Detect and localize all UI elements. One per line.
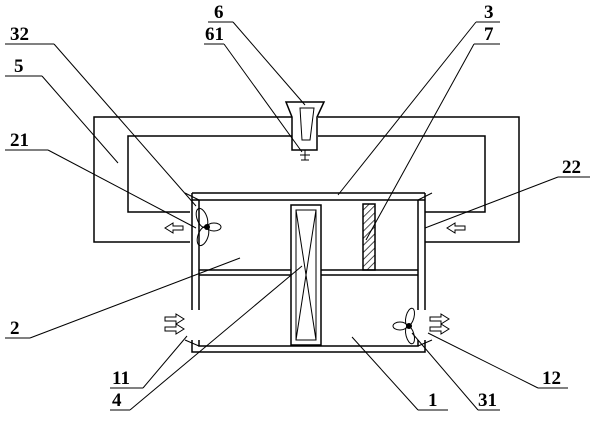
label-1: 1 — [428, 390, 438, 411]
label-6: 6 — [214, 2, 224, 23]
main-housing — [184, 192, 433, 353]
label-3: 3 — [484, 2, 494, 23]
label-22: 22 — [562, 157, 581, 178]
label-4: 4 — [112, 390, 122, 411]
airflow-arrows — [164, 222, 466, 335]
label-31: 31 — [478, 390, 497, 411]
label-61: 61 — [205, 24, 224, 45]
label-32: 32 — [10, 24, 29, 45]
label-7: 7 — [484, 24, 494, 45]
filter-block — [362, 203, 376, 271]
fan-32-icon — [195, 207, 222, 247]
label-12: 12 — [542, 368, 561, 389]
label-2: 2 — [10, 318, 20, 339]
label-11: 11 — [112, 368, 130, 389]
label-21: 21 — [10, 130, 29, 151]
heat-exchange-core — [290, 204, 322, 346]
fan-31-icon — [392, 307, 416, 345]
leader-lines — [5, 21, 590, 411]
label-5: 5 — [14, 56, 24, 77]
inlet-unit — [284, 101, 326, 161]
outer-duct — [93, 116, 520, 243]
